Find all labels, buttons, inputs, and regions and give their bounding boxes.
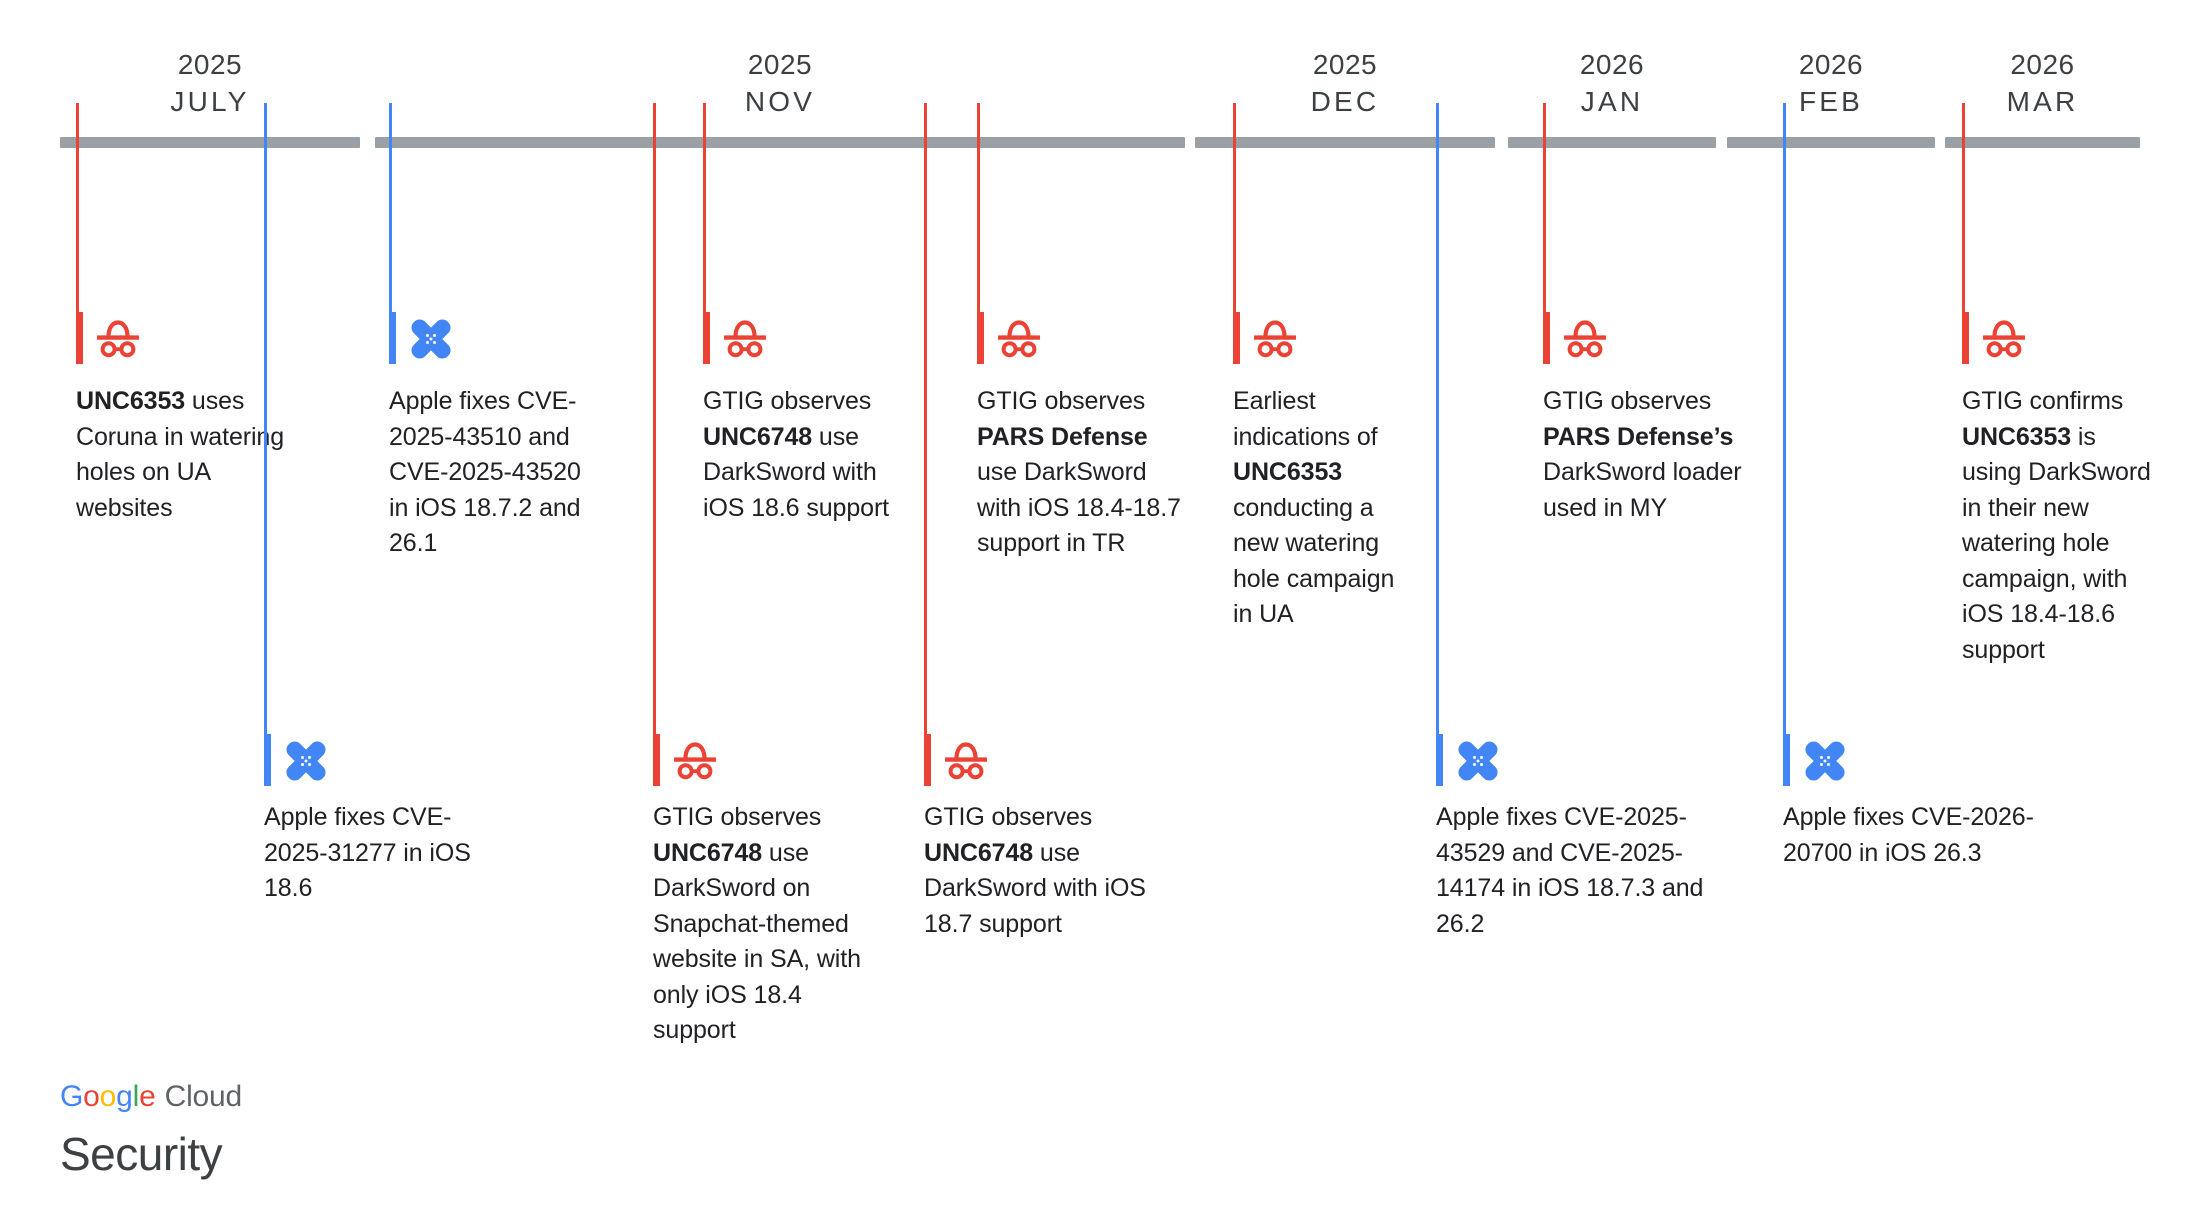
event-description: Apple fixes CVE-2025-43529 and CVE-2025-… — [1436, 803, 1704, 938]
bandage-icon — [1802, 740, 1848, 782]
month-name-label: JAN — [1580, 86, 1644, 118]
event-marker-tick — [76, 312, 83, 364]
event-connector-line — [653, 103, 656, 736]
event-description: GTIG confirms UNC6353 is using DarkSword… — [1962, 387, 2151, 664]
spy-icon — [1981, 318, 2027, 358]
event-connector-line — [389, 103, 392, 313]
month-bar — [375, 137, 1185, 148]
month-year-label: 2025 — [747, 49, 813, 80]
month-year-label: 2025 — [177, 49, 243, 80]
event-connector-line — [76, 103, 79, 313]
event-connector-line — [1962, 103, 1965, 313]
month-bar — [1508, 137, 1716, 148]
event-description: Apple fixes CVE-2026-20700 in iOS 26.3 — [1783, 803, 2034, 867]
spy-icon — [95, 318, 141, 358]
event-connector-line — [924, 103, 927, 736]
logo-letter-o2: o — [99, 1080, 117, 1113]
event-marker-tick — [264, 734, 271, 786]
event-connector-line — [1783, 103, 1786, 736]
event-connector-line — [977, 103, 980, 313]
event-marker-tick — [1233, 312, 1240, 364]
event-marker-tick — [924, 734, 931, 786]
month-name-label: FEB — [1798, 86, 1864, 118]
event-connector-line — [1543, 103, 1546, 313]
logo-letter-g2: g — [116, 1080, 133, 1113]
event-marker-tick — [1783, 734, 1790, 786]
bandage-icon — [408, 318, 454, 360]
event-description: Apple fixes CVE-2025-43510 and CVE-2025-… — [389, 387, 581, 557]
event-description: GTIG observes UNC6748 use DarkSword with… — [924, 803, 1146, 938]
spy-icon — [672, 740, 718, 780]
month-bar — [60, 137, 360, 148]
event-description: Apple fixes CVE-2025-31277 in iOS 18.6 — [264, 803, 471, 902]
event-description: UNC6353 uses Coruna in watering holes on… — [76, 387, 285, 522]
month-bar — [1195, 137, 1495, 148]
month-bar — [1727, 137, 1935, 148]
logo-letter-l: l — [132, 1080, 140, 1113]
spy-icon — [1562, 318, 1608, 358]
event-marker-tick — [389, 312, 396, 364]
bandage-icon — [283, 740, 329, 782]
logo-letter-g1: G — [60, 1080, 84, 1113]
event-connector-line — [264, 103, 267, 736]
event-description: GTIG observes PARS Defense use DarkSword… — [977, 387, 1181, 557]
spy-icon — [722, 318, 768, 358]
spy-icon — [1252, 318, 1298, 358]
event-description: GTIG observes UNC6748 use DarkSword on S… — [653, 803, 861, 1044]
event-connector-line — [1436, 103, 1439, 736]
event-marker-tick — [1962, 312, 1969, 364]
month-name-label: NOV — [744, 86, 816, 118]
month-year-label: 2025 — [1312, 49, 1378, 80]
month-name-label: JULY — [170, 86, 250, 118]
event-marker-tick — [703, 312, 710, 364]
spy-icon — [943, 740, 989, 780]
month-bar — [1945, 137, 2140, 148]
logo-letter-o1: o — [83, 1080, 100, 1113]
event-marker-tick — [653, 734, 660, 786]
spy-icon — [996, 318, 1042, 358]
event-marker-tick — [1543, 312, 1550, 364]
month-name-label: DEC — [1310, 86, 1380, 118]
month-year-label: 2026 — [1579, 49, 1645, 80]
logo-cloud-text: Cloud — [164, 1080, 243, 1113]
event-marker-tick — [977, 312, 984, 364]
month-name-label: MAR — [2006, 86, 2079, 118]
event-description: GTIG observes UNC6748 use DarkSword with… — [703, 387, 890, 522]
event-connector-line — [703, 103, 706, 313]
logo-letter-e: e — [139, 1080, 156, 1113]
bandage-icon — [1455, 740, 1501, 782]
month-year-label: 2026 — [1798, 49, 1864, 80]
event-connector-line — [1233, 103, 1236, 313]
logo-security-text: Security — [60, 1128, 223, 1180]
event-description: GTIG observes PARS Defense’s DarkSword l… — [1543, 387, 1742, 522]
event-marker-tick — [1436, 734, 1443, 786]
event-description: Earliest indications of UNC6353 conducti… — [1233, 387, 1395, 628]
month-year-label: 2026 — [2010, 49, 2075, 80]
